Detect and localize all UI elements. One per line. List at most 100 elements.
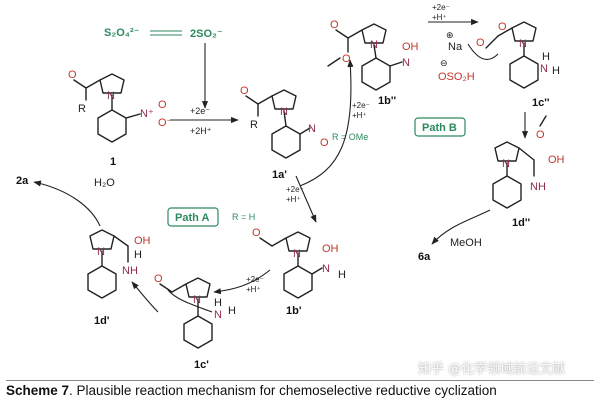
- svg-text:+H⁺: +H⁺: [352, 111, 367, 120]
- dithionite-equilibrium: S₂O₄²⁻ 2SO₂⁻: [104, 27, 223, 109]
- svg-text:+2e⁻: +2e⁻: [432, 3, 450, 12]
- compound-1b2: O O N N OH 1b'': [327, 19, 419, 107]
- c-to-d-arrow: [131, 281, 159, 313]
- svg-text:N: N: [370, 39, 378, 51]
- dithionite-formula: S₂O₄²⁻: [104, 27, 140, 39]
- svg-text:⊖: ⊖: [440, 58, 448, 68]
- sodium-cation: Na: [448, 41, 463, 53]
- label-1c: 1c': [194, 359, 209, 371]
- svg-text:H: H: [228, 305, 236, 317]
- b-to-c-arrow: [213, 269, 271, 295]
- svg-text:⊕: ⊕: [446, 30, 454, 40]
- svg-text:+2e⁻: +2e⁻: [286, 185, 304, 194]
- compound-1c2: Na ⊕ ⊖ OSO₂H O O N N H H 1c'': [438, 21, 560, 109]
- svg-text:+H⁺: +H⁺: [432, 13, 447, 22]
- svg-text:N: N: [97, 246, 105, 258]
- svg-text:N: N: [540, 63, 548, 75]
- svg-text:H: H: [552, 65, 560, 77]
- svg-text:NH: NH: [530, 181, 546, 193]
- path-b-box: [414, 117, 466, 137]
- step1-e: +2e⁻: [190, 106, 210, 116]
- svg-text:O: O: [476, 37, 485, 49]
- label-1a: 1a': [272, 169, 287, 181]
- svg-text:N: N: [519, 38, 527, 50]
- path-a-label: Path A: [175, 212, 209, 224]
- benzene-ring-1: [97, 109, 127, 143]
- svg-text:O: O: [240, 85, 249, 97]
- label-1: 1: [110, 156, 116, 168]
- pyrrole-ring-1: [99, 73, 125, 94]
- water-label: H₂O: [94, 177, 115, 189]
- r-ome-label: R = OMe: [332, 132, 368, 142]
- svg-text:H: H: [338, 269, 346, 281]
- benzene-ring-1a: [271, 125, 301, 159]
- path-b-label: Path B: [422, 122, 457, 134]
- atom-o: O: [68, 69, 77, 81]
- svg-text:O: O: [320, 137, 329, 149]
- svg-text:OH: OH: [548, 154, 565, 166]
- svg-text:+2e⁻: +2e⁻: [352, 101, 370, 110]
- radical-formula: 2SO₂⁻: [190, 28, 223, 40]
- svg-text:O: O: [498, 21, 507, 33]
- svg-text:+H⁺: +H⁺: [286, 195, 301, 204]
- to-patha-arrow: [295, 175, 317, 223]
- svg-text:H: H: [542, 51, 550, 63]
- svg-text:H: H: [214, 297, 222, 309]
- label-6a: 6a: [418, 251, 431, 263]
- svg-text:N: N: [308, 123, 316, 135]
- svg-text:OH: OH: [322, 243, 339, 255]
- compound-1d: OH H NH N 1d': [87, 229, 151, 327]
- svg-text:N: N: [502, 158, 510, 170]
- compound-1c: O N N H H 1c': [154, 273, 236, 371]
- label-1d: 1d': [94, 315, 110, 327]
- label-1b2: 1b'': [378, 95, 396, 107]
- svg-text:MeOH: MeOH: [450, 237, 482, 249]
- compound-1d2: O OH NH N 1d'': [492, 115, 565, 229]
- caption-rule: [6, 380, 594, 381]
- svg-text:NH: NH: [122, 265, 138, 277]
- atom-r: R: [78, 103, 86, 115]
- svg-text:R: R: [250, 119, 258, 131]
- svg-text:N: N: [293, 248, 301, 260]
- label-2a: 2a: [16, 175, 29, 187]
- label-1c2: 1c'': [532, 97, 550, 109]
- path-a-box: [167, 207, 219, 227]
- d-to-2a-arrow: [33, 180, 101, 227]
- caption-text: . Plausible reaction mechanism for chemo…: [69, 383, 497, 398]
- svg-text:N: N: [280, 106, 288, 118]
- svg-text:N: N: [322, 263, 330, 275]
- step1-h: +2H⁺: [190, 126, 212, 136]
- atom-n: N: [107, 90, 115, 102]
- nitro-o2: O⁻: [158, 117, 173, 129]
- sulfonate: OSO₂H: [438, 71, 475, 83]
- svg-text:O: O: [536, 129, 545, 141]
- pyrrole-ring-1a: [271, 89, 297, 110]
- svg-text:OH: OH: [402, 41, 419, 53]
- scheme-caption: Scheme 7. Plausible reaction mechanism f…: [6, 383, 497, 398]
- svg-text:OH: OH: [134, 235, 151, 247]
- svg-text:H: H: [134, 249, 142, 261]
- r-h-label: R = H: [232, 212, 255, 222]
- svg-text:+H⁺: +H⁺: [246, 285, 261, 294]
- compound-1a: O R N N O 1a': [240, 85, 329, 181]
- nitro-o1: O: [158, 99, 167, 111]
- d2-to-6a-arrow: [431, 209, 491, 245]
- svg-text:O: O: [330, 19, 339, 31]
- compound-1b: O N N OH H 1b': [252, 227, 346, 317]
- watermark: 知乎 @化学领域前沿文献: [418, 362, 566, 377]
- svg-text:N: N: [402, 57, 410, 69]
- caption-scheme-number: Scheme 7: [6, 383, 70, 398]
- label-1b: 1b': [286, 305, 302, 317]
- svg-text:N: N: [193, 294, 201, 306]
- compound-1: O R N N⁺ O O⁻ 1: [68, 69, 173, 168]
- svg-text:O: O: [342, 53, 351, 65]
- svg-text:+2e⁻: +2e⁻: [246, 275, 264, 284]
- svg-text:O: O: [154, 273, 163, 285]
- nitro-n: N⁺: [140, 108, 154, 120]
- svg-text:N: N: [214, 309, 222, 321]
- label-1d2: 1d'': [512, 217, 530, 229]
- svg-text:O: O: [252, 227, 261, 239]
- to-pathb-arrow: [299, 59, 354, 187]
